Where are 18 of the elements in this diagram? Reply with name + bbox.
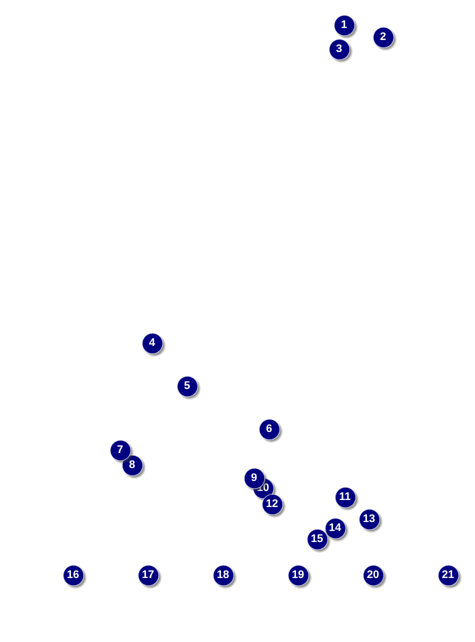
callout-number: 15 [306,528,330,552]
callout-number: 8 [122,454,146,478]
callout-number: 21 [438,564,462,588]
callout-number: 18 [212,564,236,588]
callout-number: 1 [334,14,358,38]
callout-number: 17 [138,564,162,588]
callout-number: 6 [258,418,282,442]
callout-number: 2 [372,26,396,50]
callout-number: 19 [288,564,312,588]
callout-number: 12 [262,494,286,518]
callout-number: 16 [62,564,86,588]
callout-number: 13 [358,508,382,532]
callout-number: 20 [362,564,386,588]
callout-number: 4 [142,332,166,356]
callout-number: 3 [328,38,352,62]
callout-number: 11 [334,486,358,510]
callout-number: 5 [176,376,200,400]
callout-number: 14 [324,518,348,542]
